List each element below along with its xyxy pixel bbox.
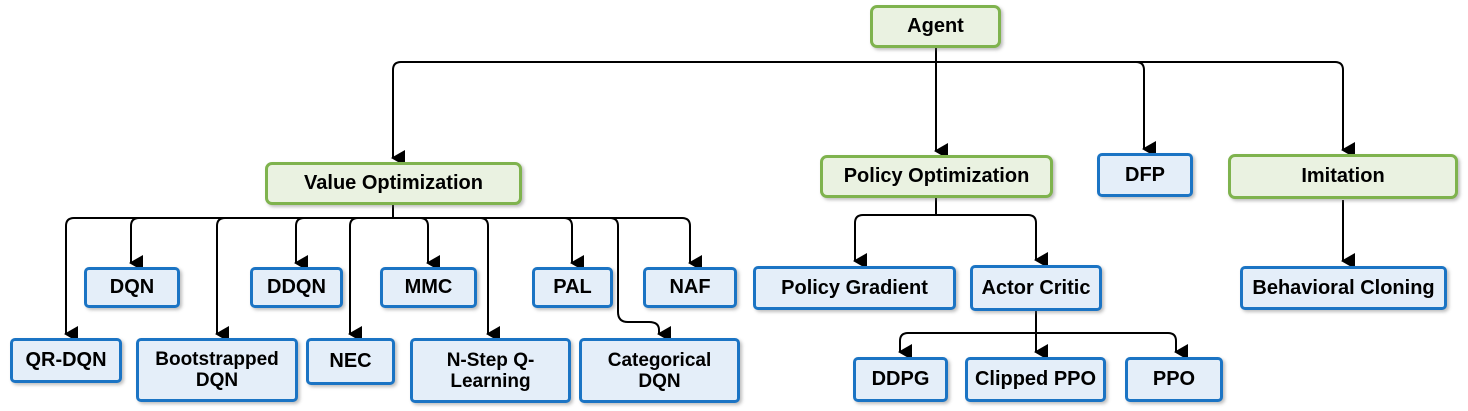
edge-ac-bus	[899, 332, 1177, 342]
node-dfp: DFP	[1097, 153, 1193, 197]
edge-agent-dfp	[1135, 61, 1156, 157]
node-ppo: PPO	[1125, 357, 1223, 402]
edge-vo-mmc	[419, 217, 440, 271]
node-value-optimization: Value Optimization	[265, 162, 522, 205]
node-policy-optimization: Policy Optimization	[820, 155, 1053, 198]
node-actor-critic: Actor Critic	[970, 265, 1102, 311]
node-agent: Agent	[870, 5, 1001, 48]
node-dqn: DQN	[84, 267, 180, 308]
node-policy-gradient: Policy Gradient	[753, 266, 956, 310]
node-ddqn: DDQN	[250, 267, 343, 308]
edge-vo-bus	[65, 217, 691, 227]
node-qr-dqn: QR-DQN	[10, 338, 122, 383]
edge-po-bus	[854, 214, 1037, 224]
edge-vo-categorical-dqn	[609, 217, 671, 342]
edge-vo-bootstrapped-dqn	[215, 217, 229, 342]
node-ddpg: DDPG	[853, 357, 948, 402]
node-imitation: Imitation	[1228, 154, 1458, 199]
edge-vo-ddqn	[294, 217, 308, 271]
node-mmc: MMC	[380, 267, 477, 308]
edge-vo-pal	[563, 217, 584, 271]
edge-vo-n-step	[479, 217, 500, 342]
edge-vo-nec	[348, 217, 362, 342]
node-n-step-q-learning: N-Step Q-Learning	[410, 338, 571, 403]
node-nec: NEC	[306, 338, 395, 385]
node-naf: NAF	[643, 267, 737, 308]
node-behavioral-cloning: Behavioral Cloning	[1240, 266, 1447, 310]
node-pal: PAL	[532, 267, 613, 308]
node-categorical-dqn: Categorical DQN	[579, 338, 740, 403]
edge-vo-dqn	[129, 217, 143, 271]
node-bootstrapped-dqn: Bootstrapped DQN	[136, 338, 298, 402]
node-clipped-ppo: Clipped PPO	[965, 357, 1106, 402]
edge-agent-bus	[392, 61, 1344, 71]
